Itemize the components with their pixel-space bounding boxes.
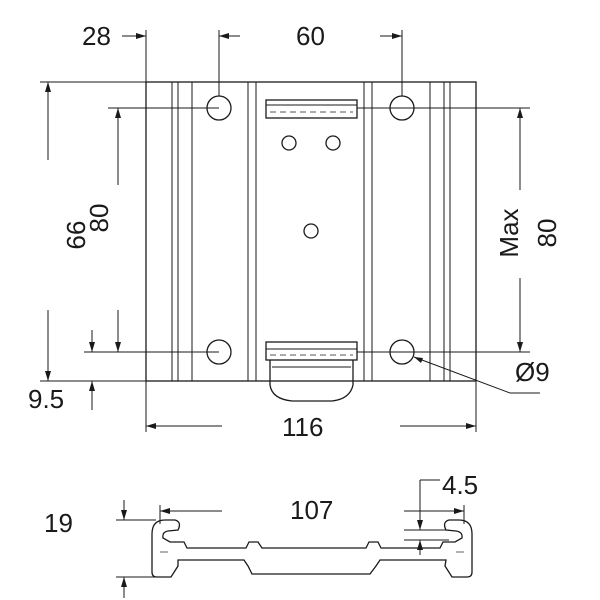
dim-profile-lip: 4.5: [442, 470, 478, 500]
dim-hole-spacing: 60: [296, 21, 325, 51]
bottom-spring-clip: [265, 341, 358, 402]
small-hole-right: [325, 135, 341, 151]
profile-outline: [151, 519, 473, 578]
dim-hole-pitch-left: 80: [84, 204, 114, 233]
dim-bottom-offset: 9.5: [28, 384, 64, 414]
plate-outline: [145, 81, 477, 382]
profile-dimensions: 19 107 4.5: [44, 470, 478, 598]
top-view-dimensions: 28 60 99 80 9.5 Max 8: [28, 21, 562, 442]
dim-hole-diameter: Ø9: [515, 357, 550, 387]
dim-max-value: 80: [532, 219, 562, 248]
dim-width: 116: [282, 412, 323, 442]
plate-top-view: [145, 81, 477, 402]
top-rail-clip: [265, 99, 358, 119]
dim-profile-height: 19: [44, 508, 73, 538]
small-hole-center: [303, 223, 319, 239]
dim-left-offset: 28: [82, 21, 111, 51]
small-hole-left: [281, 135, 297, 151]
profile-view: [151, 519, 473, 578]
dim-max-label: Max: [494, 208, 524, 257]
dim-total-height: 99: [61, 221, 91, 250]
dim-profile-inner-width: 107: [290, 495, 333, 525]
